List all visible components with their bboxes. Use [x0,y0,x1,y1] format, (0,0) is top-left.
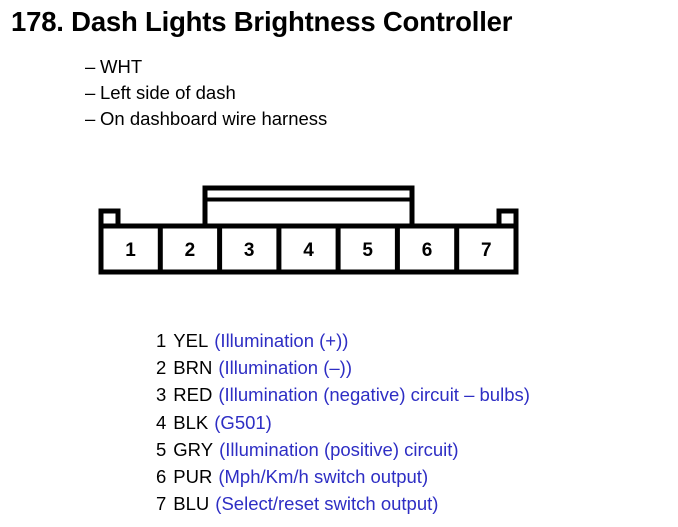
pin-number: 3 [156,384,167,406]
pin-legend-row: 3 RED(Illumination (negative) circuit – b… [156,381,530,408]
pin-number: 7 [156,493,167,515]
cavity-label-2: 2 [185,240,196,261]
pin-description: (G501) [214,411,272,433]
cavity-numbers: 1 2 3 4 5 6 7 [125,240,491,261]
pin-description: (Illumination (–)) [218,357,353,379]
pin-wire-color: BLU [173,493,210,515]
pin-number: 1 [156,330,167,351]
pin-wire-color: BLK [173,411,209,433]
pin-legend-row: 6 PUR(Mph/Km/h switch output) [156,463,530,490]
pin-description: (Mph/Km/h switch output) [218,465,429,487]
pin-wire-color: RED [173,384,213,406]
note-dash-icon: – [85,82,96,103]
locking-tab-outline [202,185,415,231]
pin-description: (Illumination (+)) [214,330,349,351]
cavity-label-5: 5 [362,240,373,261]
pin-number: 4 [156,411,167,433]
cavity-label-3: 3 [244,240,255,261]
connector-locking-tab [202,185,415,231]
note-text: Left side of dash [100,82,236,103]
pin-wire-color: PUR [173,465,213,487]
page-title: 178. Dash Lights Brightness Controller [11,6,513,37]
pin-legend-row: 2 BRN(Illumination (–)) [156,354,530,381]
note-text: On dashboard wire harness [100,108,328,129]
note-item-1: –Left side of dash [85,80,327,106]
pin-wire-color: BRN [173,357,213,379]
pin-number: 2 [156,357,167,379]
connector-notes-list: –WHT –Left side of dash –On dashboard wi… [85,54,327,132]
pin-legend-row: 5 GRY(Illumination (positive) circuit) [156,436,530,463]
pin-wire-color: GRY [173,438,214,460]
note-item-0: –WHT [85,54,327,80]
note-dash-icon: – [85,108,96,129]
pin-legend-row: 7 BLU(Select/reset switch output) [156,490,530,517]
cavity-label-7: 7 [481,240,492,261]
cavity-dividers [157,226,460,272]
connector-diagram: 1 2 3 4 5 6 7 [98,185,519,275]
pin-wire-color: YEL [173,330,209,351]
connector-diagram-svg: 1 2 3 4 5 6 7 [98,185,519,275]
pin-description: (Illumination (negative) circuit – bulbs… [218,384,530,406]
pin-description: (Illumination (positive) circuit) [219,438,459,460]
pin-number: 5 [156,438,167,460]
pin-legend-row: 1 YEL(Illumination (+)) [156,327,530,354]
pin-number: 6 [156,465,167,487]
pin-description: (Select/reset switch output) [215,493,439,515]
connector-body-outline [98,208,519,275]
cavity-label-6: 6 [422,240,433,261]
note-dash-icon: – [85,56,96,77]
pin-legend-row: 4 BLK(G501) [156,409,530,436]
note-item-2: –On dashboard wire harness [85,106,327,132]
cavity-label-1: 1 [125,240,136,261]
cavity-label-4: 4 [303,240,314,261]
note-text: WHT [100,56,143,77]
